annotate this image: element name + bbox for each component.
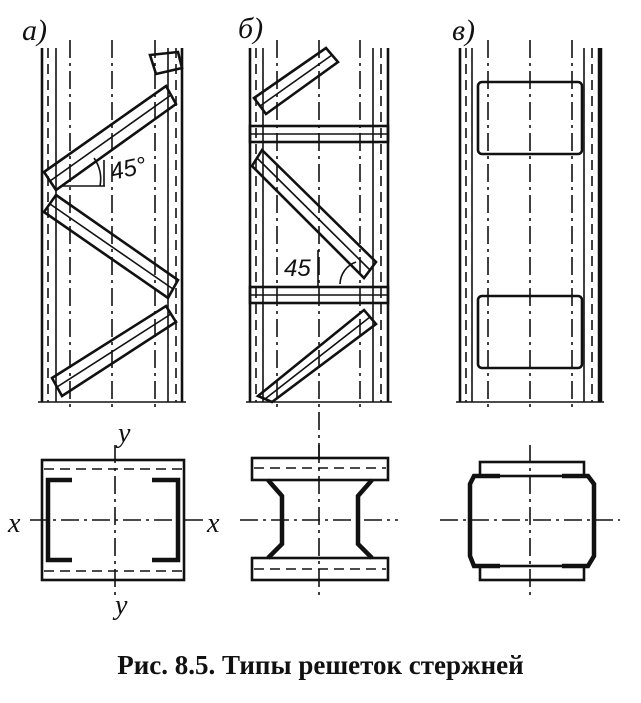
panel-b-angle-value: 45 <box>284 255 311 282</box>
panel-v-label: в) <box>452 14 475 47</box>
panel-b-diagonal-bottom <box>255 308 378 404</box>
section-v <box>440 445 620 598</box>
section-a-x-left-label: x <box>7 508 21 539</box>
section-b-flange-top <box>250 456 390 482</box>
panel-a-diagonal-top-stub <box>148 50 184 76</box>
section-b-flange-bottom <box>250 556 390 582</box>
panel-a-diagonal-3 <box>50 304 178 398</box>
figure-caption: Рис. 8.5. Типы решеток стержней <box>117 650 524 680</box>
panel-v-batten-bottom <box>476 294 584 370</box>
section-a-outline <box>40 458 186 582</box>
panel-b-label: б) <box>238 12 263 45</box>
panel-b-diagonals <box>250 46 378 404</box>
section-b <box>240 445 398 598</box>
section-v-plate-top <box>478 460 586 478</box>
section-a-y-bottom-label: y <box>112 590 128 621</box>
section-a-x-right-label: x <box>206 508 220 539</box>
section-b-web-right <box>355 478 374 560</box>
panel-a-label: а) <box>22 14 47 47</box>
section-a-channel-right <box>152 477 181 563</box>
section-v-channel-right <box>562 473 597 569</box>
panel-b-diagonal-top <box>252 46 340 116</box>
section-v-channel-left <box>467 473 500 569</box>
panel-a-diagonal-2 <box>42 193 180 300</box>
panel-a-angle-value: 45° <box>108 152 150 186</box>
panel-b-elevation: б) 45 <box>238 12 392 460</box>
panel-a-angle-mark: 45° <box>62 152 150 187</box>
section-v-plate-bottom <box>478 564 586 582</box>
panel-b-diagonal-middle <box>250 147 378 280</box>
panel-a-diagonals <box>42 50 184 398</box>
panel-a-diagonal-1 <box>42 84 178 192</box>
panel-v-batten-top <box>476 80 584 156</box>
panel-a-elevation: а) 45° <box>22 14 186 410</box>
panel-b-angle-mark: 45 <box>284 250 357 287</box>
panel-v-elevation: в) <box>452 14 604 410</box>
section-a-channel-left <box>45 477 72 563</box>
section-b-web-left <box>266 478 285 560</box>
section-a-y-top-label: y <box>115 418 131 449</box>
section-a: x x y y <box>7 418 220 621</box>
